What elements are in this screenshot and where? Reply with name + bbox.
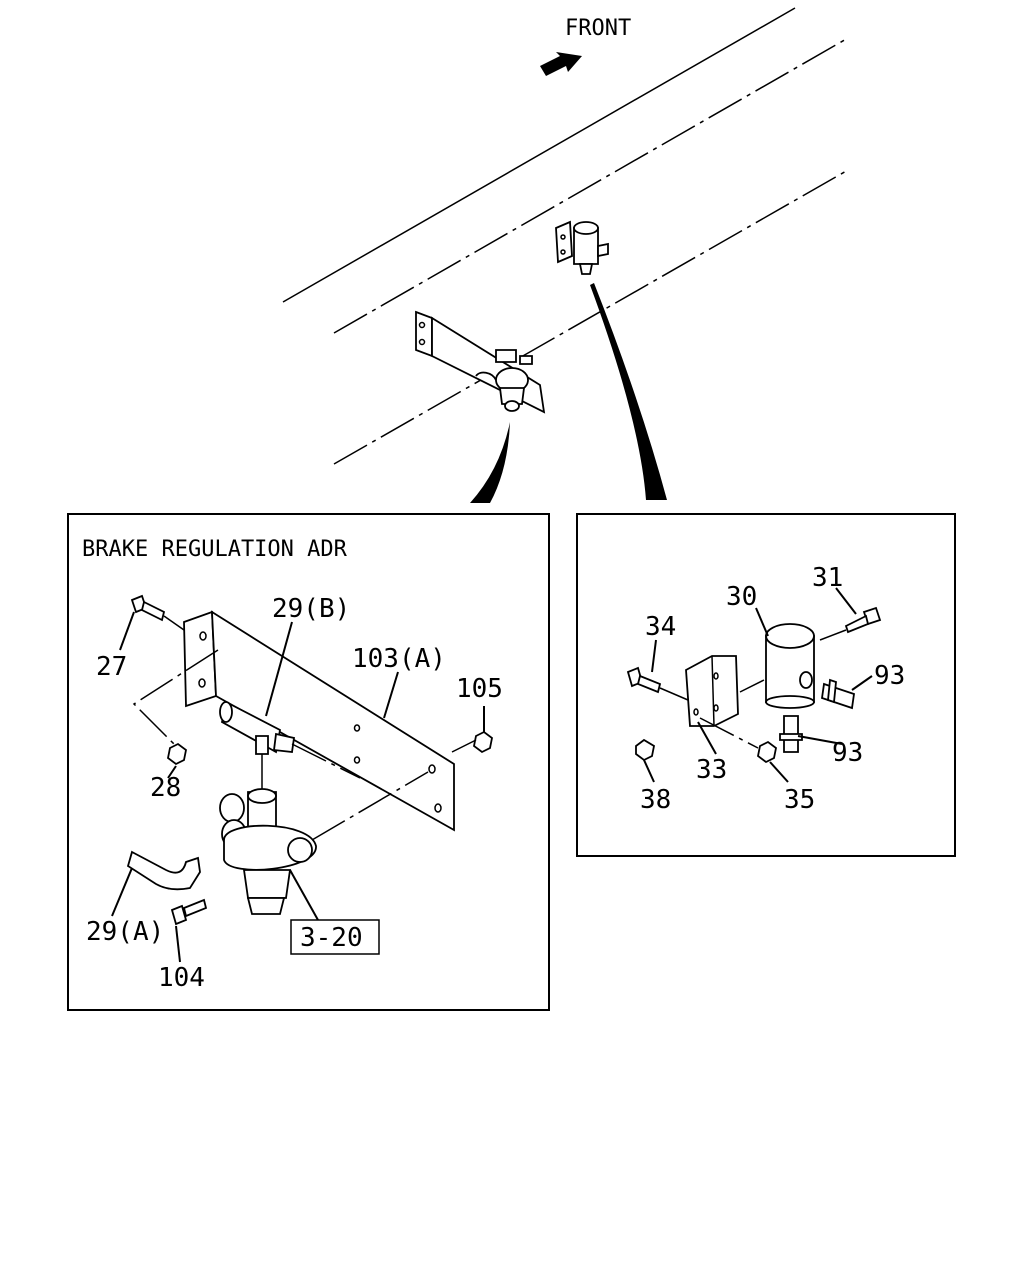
- frame-rails: [282, 7, 849, 465]
- left-detail-panel: [67, 513, 550, 1011]
- nut-28: [167, 742, 187, 766]
- elbow-fitting-29a: [126, 850, 201, 891]
- fitting-93-side: [821, 678, 855, 710]
- callout-29b: 29(B): [272, 594, 350, 624]
- overview-reservoir-assembly: [555, 220, 609, 275]
- nut-35: [757, 740, 777, 764]
- front-label: FRONT: [565, 16, 631, 41]
- bolt-34: [626, 666, 662, 694]
- bolt-104: [170, 898, 208, 926]
- front-arrow-icon: [540, 52, 582, 76]
- tee-fitting-29b: [219, 700, 296, 755]
- right-detail-panel: [576, 513, 956, 857]
- callout-27: 27: [96, 652, 127, 682]
- callout-93-bottom: 93: [832, 738, 863, 768]
- brake-valve-3-20: [219, 788, 317, 915]
- callout-93-top: 93: [874, 661, 905, 691]
- reference-box: [290, 919, 380, 955]
- callout-30: 30: [726, 582, 757, 612]
- callout-31: 31: [812, 563, 843, 593]
- callout-103a: 103(A): [352, 644, 446, 674]
- bolt-31: [844, 606, 882, 634]
- callout-38: 38: [640, 785, 671, 815]
- nut-105: [473, 730, 493, 754]
- reservoir-30: [765, 623, 815, 709]
- bracket-103a: [183, 610, 455, 832]
- fitting-93-bottom: [779, 715, 803, 753]
- reference-label: 3-20: [300, 923, 363, 953]
- left-leader-lines: [111, 611, 485, 963]
- bracket-33: [685, 655, 739, 727]
- callout-29a: 29(A): [86, 917, 164, 947]
- callout-104: 104: [158, 963, 205, 993]
- callout-wedge-left: [470, 422, 510, 503]
- callout-28: 28: [150, 773, 181, 803]
- right-leader-lines: [643, 587, 873, 783]
- overview-brake-valve-assembly: [415, 310, 546, 414]
- callout-105: 105: [456, 674, 503, 704]
- panel-title: BRAKE REGULATION ADR: [82, 537, 348, 562]
- callout-35: 35: [784, 785, 815, 815]
- callout-wedge-right: [590, 283, 667, 500]
- nut-38: [635, 738, 656, 762]
- callout-33: 33: [696, 755, 727, 785]
- callout-34: 34: [645, 612, 676, 642]
- bolt-27: [130, 594, 166, 622]
